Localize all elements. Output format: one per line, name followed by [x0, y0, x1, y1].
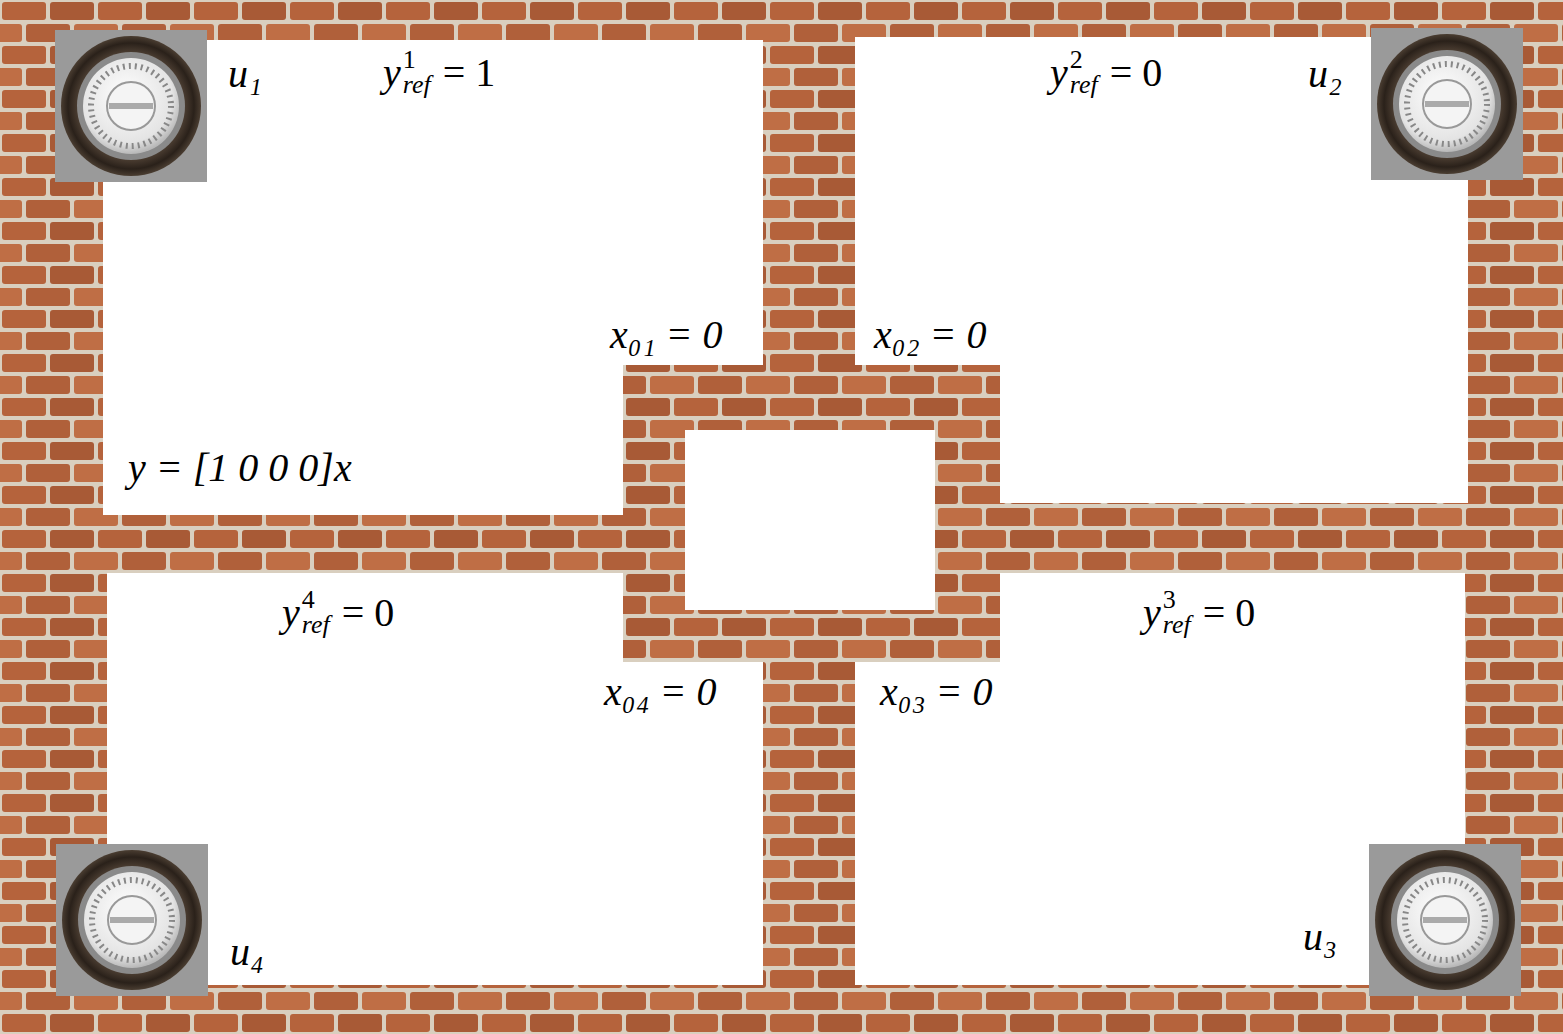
control-input: u₄	[230, 930, 264, 974]
control-input: u₃	[1303, 915, 1337, 959]
output-equation: y = [1 0 0 0]x	[128, 446, 352, 490]
reference-value: = 0	[342, 591, 395, 635]
reference-label: y3ref = 0	[1143, 588, 1255, 637]
superscript-index: 2	[1070, 48, 1098, 73]
index-stack: 3ref	[1163, 588, 1191, 637]
reference-value: = 0	[1203, 591, 1256, 635]
superscript-index: 3	[1163, 588, 1191, 613]
reference-label: y2ref = 0	[1050, 48, 1162, 97]
reference-label: y1ref = 1	[383, 48, 495, 97]
subscript-ref: ref	[1070, 73, 1098, 98]
index-stack: 2ref	[1070, 48, 1098, 97]
subscript-ref: ref	[403, 73, 431, 98]
superscript-index: 4	[302, 588, 330, 613]
reference-symbol: y	[1050, 51, 1068, 95]
subscript-ref: ref	[1163, 613, 1191, 638]
initial-state: x₀₃ = 0	[880, 670, 993, 714]
control-input: u₁	[228, 52, 262, 96]
subscript-ref: ref	[302, 613, 330, 638]
index-stack: 1ref	[403, 48, 431, 97]
initial-state: x₀₁ = 0	[610, 313, 723, 357]
reference-value: = 1	[443, 51, 496, 95]
reference-label: y4ref = 0	[282, 588, 394, 637]
initial-state: x₀₂ = 0	[874, 313, 987, 357]
superscript-index: 1	[403, 48, 431, 73]
reference-value: = 0	[1110, 51, 1163, 95]
index-stack: 4ref	[302, 588, 330, 637]
reference-symbol: y	[282, 591, 300, 635]
reference-symbol: y	[383, 51, 401, 95]
reference-symbol: y	[1143, 591, 1161, 635]
control-input: u₂	[1308, 52, 1342, 96]
initial-state: x₀₄ = 0	[604, 670, 717, 714]
